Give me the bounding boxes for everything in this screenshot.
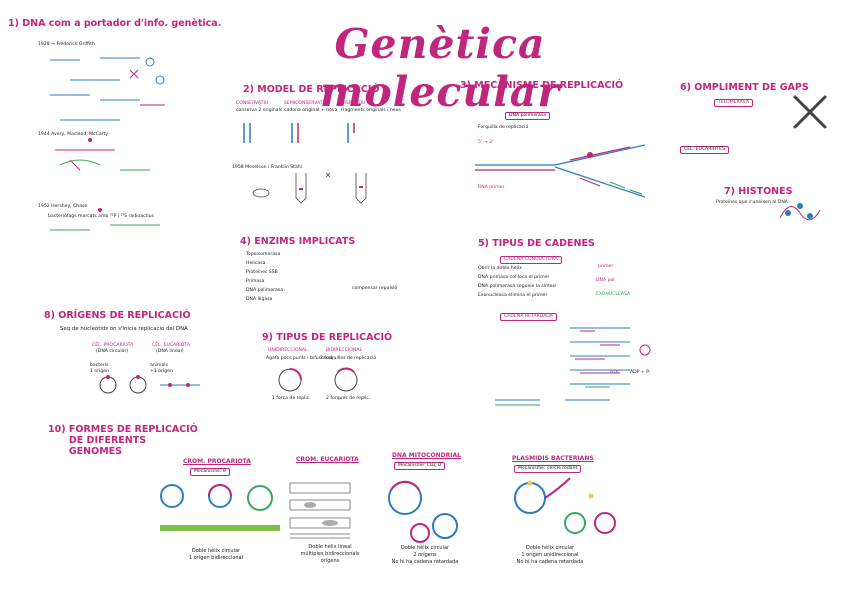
s10-panel2-cap2: múltiples bidireccionals [290,551,370,558]
s2-model-conservative: CONSERVATIU [236,101,268,107]
s4-enzyme-helicase: Helicasa [246,261,265,267]
section-9-title: TIPUS DE REPLICACIÓ [276,332,392,343]
s9-col1-head: UNIDIRECCIONAL [268,348,308,354]
s5-step-1: Obrir la doble hèlix [478,266,522,272]
s10-panel1-cap2: 1 origen bidireccional [176,555,256,562]
s9-col1-b: 1 forca de replic. [272,396,311,402]
s8-col1-sub: (DNA circular) [96,349,128,355]
section-5-title: TIPUS DE CADENES [492,238,595,249]
section-4-number: 4) [240,236,251,247]
s9-replication-diagram [268,366,378,394]
s10-panel4-cap2: 1 origen unidireccional [500,552,600,559]
s8-subtitle: Seq de nucleòtids on s'inicia replicació… [60,326,188,332]
s1-note-griffith: 1928 → Frederick Griffith [38,42,95,48]
s4-enzyme-ligase: DNA lligasa [246,297,272,303]
section-3-heading: 3) MECANISME DE REPLICACIÓ [460,80,623,91]
s10-panel2-head: CROM. EUCARIOTA [296,456,359,463]
section-3-title: MECANISME DE REPLICACIÓ [474,80,623,91]
section-7-heading: 7) HISTONES [724,186,792,197]
s10-panel1-head: CROM. PROCARIOTA [183,458,251,465]
s10-panel4-head: PLASMIDIS BACTERIANS [512,455,594,462]
s2-model-dispersive-desc: fragments originals i nous [341,108,401,114]
s9-col2-b: 2 forques de replic. [326,396,370,402]
section-1-heading: 1) DNA com a portador d'info. genètica. [8,18,221,29]
s10-panel3-cap2: 2 orígens [380,552,470,559]
section-5-heading: 5) TIPUS DE CADENES [478,238,595,249]
s9-col2-a: 2 forquilles de replicació [320,356,376,362]
s8-origins-diagram [90,375,200,400]
section-1-title: DNA com a portador d'info. genètica. [22,18,221,29]
section-4-heading: 4) ENZIMS IMPLICATS [240,236,355,247]
s10-panel3-head: DNA MITOCONDRIAL [392,452,461,459]
s5-label-exonuclease: EXONUCLEASA [596,292,630,298]
s10-panel2-cap3: orígens [290,558,370,565]
section-2-number: 2) [243,84,254,95]
s10-panel3-mech: Mecanisme: Llaç D [394,462,445,470]
s5-label-dna-pol: DNA pol [596,278,615,284]
section-2-heading: 2) MODEL DE REPLICACIÓ [243,84,379,95]
section-5-number: 5) [478,238,489,249]
s6-telomerase-box: TELOMERASA [714,99,753,107]
section-10-heading: 10) FORMES DE REPLICACIÓ DE DIFERENTS GE… [48,424,199,457]
s10-panel1-cap1: Doble hèlix circular [176,548,256,555]
s5-step-3: DNA polimerasa segueix la síntesi [478,284,556,290]
section-2-title: MODEL DE REPLICACIÓ [257,84,379,95]
s4-enzyme-dna-pol: DNA polimerasa [246,288,283,294]
section-1-number: 1) [8,18,19,29]
section-3-number: 3) [460,80,471,91]
chromosome-icon [790,92,830,132]
s10-panel3-cap1: Doble hèlix circular [380,545,470,552]
s1-sketches [40,50,190,250]
s5-step-4: Exonucleasa elimina el primer [478,293,547,299]
s2-sketches [236,118,386,218]
s2-model-semiconservative-desc: cadena original + nova [284,108,337,114]
s7-nucleosome-icon [780,198,820,228]
s9-col2-head: BIDIRECCIONAL [326,348,362,354]
s4-side-note: compensar repulsió [352,286,397,292]
s10-panel4-mech: Mecanisme: cercle rodant [514,465,581,473]
section-7-title: HISTONES [738,186,792,197]
section-9-number: 9) [262,332,273,343]
s10-panel2-cap1: Doble hèlix lineal [290,544,370,551]
s5-label-primer: primer [598,264,613,270]
s4-enzyme-topoisomerase: Topoisomerasa [246,252,280,258]
section-10-number: 10) [48,424,66,435]
section-4-title: ENZIMS IMPLICATS [254,236,355,247]
s4-enzyme-ssb: Proteïnes SSB [246,270,278,276]
s7-note: Proteïnes que s'uneixen al DNA [716,200,788,206]
section-10-title: FORMES DE REPLICACIÓ DE DIFERENTS GENOME… [69,424,199,457]
s5-step-2: DNA primasa col·loca el primer [478,275,549,281]
s10-panel4-cap1: Doble hèlix circular [500,545,600,552]
s5-leading-box: CADENA CONDUCTORA [500,256,562,264]
s10-panel1-mech: Mecanisme: θ [190,468,230,476]
s2-model-conservative-desc: conserva 2 originals [236,108,282,114]
s6-eukaryote-cells: CÈL. EUCARIOTES [680,146,729,154]
s4-enzyme-primase: Primasa [246,279,264,285]
section-7-number: 7) [724,186,735,197]
s10-panel4-cap3: No hi ha cadena retardada [500,559,600,566]
section-8-heading: 8) ORÍGENS DE REPLICACIÓ [44,310,191,321]
s8-col2-sub: (DNA lineal) [156,349,184,355]
s10-genome-diagrams [150,478,620,544]
section-8-title: ORÍGENS DE REPLICACIÓ [58,310,190,321]
s3-fork-diagram [470,100,670,215]
s2-model-dispersive: DISPERSIU [341,101,365,107]
s10-panel3-cap3: No hi ha cadena retardada [380,559,470,566]
section-9-heading: 9) TIPUS DE REPLICACIÓ [262,332,392,343]
section-6-number: 6) [680,82,691,93]
s5-lagging-diagram [470,320,680,420]
section-8-number: 8) [44,310,55,321]
s2-model-semiconservative: SEMICONSERVATIU [284,101,327,107]
